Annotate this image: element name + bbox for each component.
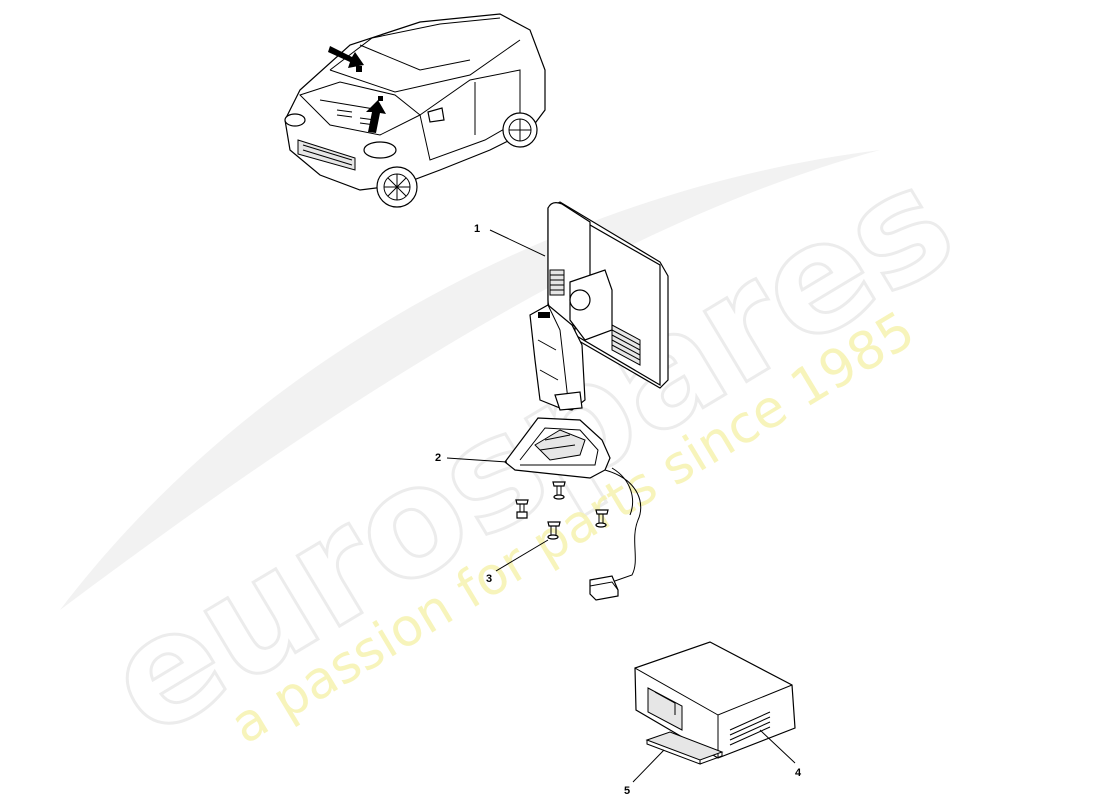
callout-1: 1 <box>474 223 480 235</box>
callout-3: 3 <box>486 573 492 585</box>
leader-line-1 <box>489 229 546 257</box>
control-module-box <box>634 641 796 759</box>
screw-1 <box>515 499 529 519</box>
callouts: 1 2 3 4 5 <box>435 223 802 797</box>
leader-line-4 <box>759 729 796 764</box>
callout-2: 2 <box>435 452 441 464</box>
callout-5: 5 <box>624 785 630 797</box>
screw-4 <box>547 521 561 540</box>
screws <box>515 481 609 540</box>
leader-line-3 <box>495 539 549 572</box>
car-location-view <box>284 13 546 208</box>
leader-line-5 <box>632 749 665 783</box>
sat-nav-display-unit <box>529 201 669 411</box>
leader-line-2 <box>446 457 508 463</box>
screw-2 <box>552 481 566 500</box>
arrow-indicator-1 <box>328 46 364 68</box>
arrow-indicator-2 <box>366 100 386 133</box>
mounting-bracket-with-cable <box>504 417 642 601</box>
callout-4: 4 <box>795 767 802 779</box>
leader-lines <box>446 229 796 783</box>
screw-3 <box>595 509 609 528</box>
adhesive-pad <box>645 731 724 765</box>
